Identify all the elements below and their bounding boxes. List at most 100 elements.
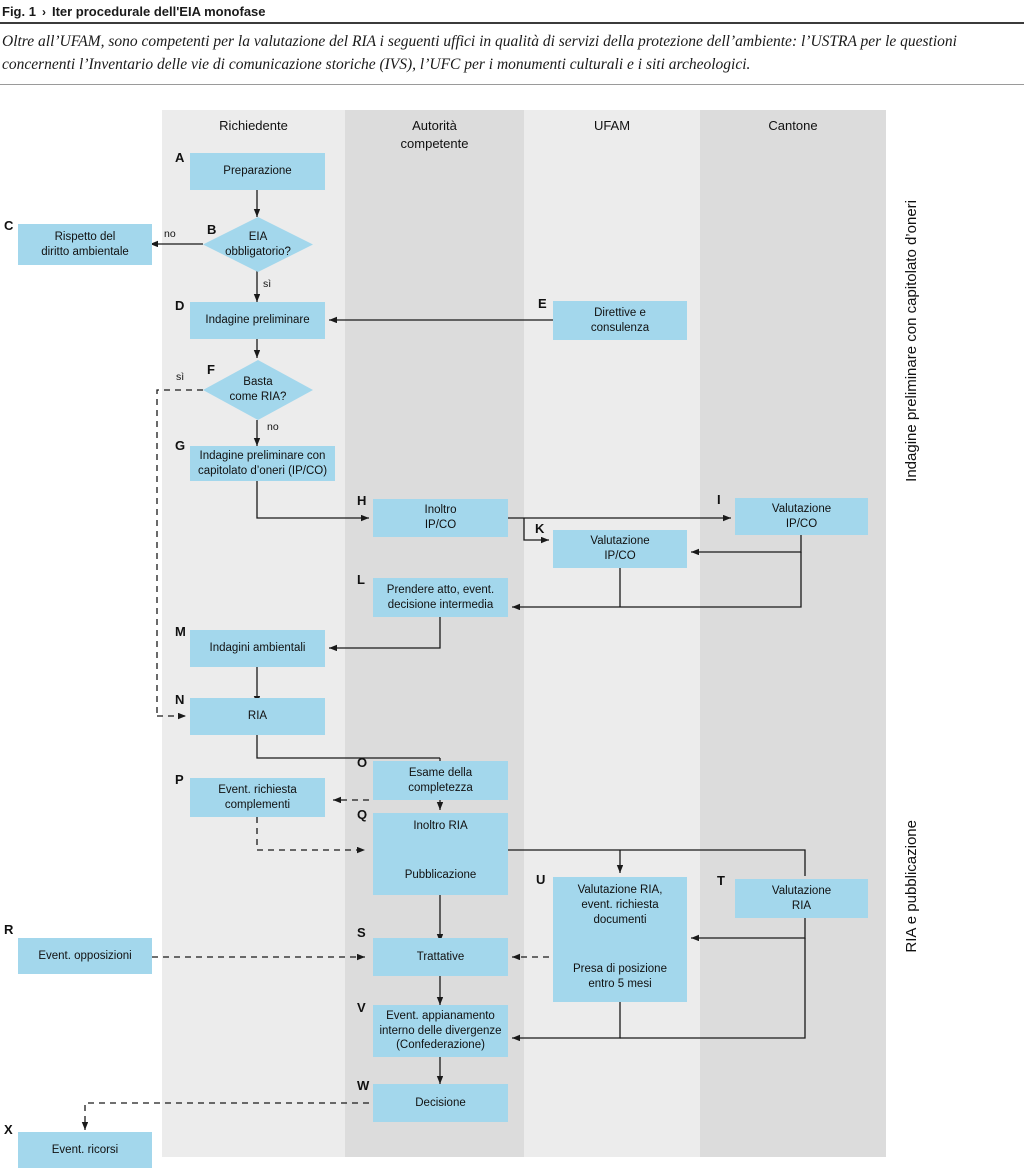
node-label-line1: Valutazione [771, 884, 832, 897]
node-label-line1: Prendere atto, event. [386, 583, 495, 596]
figure-title: Iter procedurale dell'EIA monofase [51, 4, 266, 19]
figure-caption: Fig. 1 › Iter procedurale dell'EIA monof… [0, 0, 1024, 22]
node-tag-d: D [175, 298, 185, 313]
node-tag-l: L [357, 572, 365, 587]
node-label-line1: Event. richiesta [218, 783, 297, 796]
node-s-trattative[interactable]: Trattative [373, 938, 508, 976]
node-label-line2: completezza [408, 781, 473, 794]
node-label-line2: Pubblicazione [404, 868, 477, 881]
node-w-decisione[interactable]: Decisione [373, 1084, 508, 1122]
node-tag-f: F [207, 362, 215, 377]
node-tag-e: E [538, 296, 547, 311]
node-d-indagine-preliminare[interactable]: Indagine preliminare [190, 302, 325, 339]
node-label: Valutazione RIA, event. richiesta docume… [556, 883, 684, 992]
node-label-line2: obbligatorio? [225, 245, 291, 258]
node-l-prendere-atto[interactable]: Prendere atto, event. decisione intermed… [373, 578, 508, 617]
flowchart-canvas: Richiedente Autorità competente UFAM Can… [0, 110, 1024, 1169]
phase-label-indagine-preliminare: Indagine preliminare con capitolato d’on… [903, 200, 920, 482]
node-label: Event. ricorsi [51, 1143, 119, 1156]
lane-label: UFAM [593, 118, 631, 133]
node-g-indagine-preliminare-ipco[interactable]: Indagine preliminare con capitolato d’on… [190, 446, 335, 481]
node-label: Valutazione IP/CO [772, 502, 831, 532]
node-label-line1: Inoltro [424, 504, 457, 517]
node-m-indagini-ambientali[interactable]: Indagini ambientali [190, 630, 325, 667]
node-label: Indagine preliminare [205, 314, 310, 327]
node-label-line3: documenti [593, 913, 647, 926]
node-label-line1: Valutazione RIA, [577, 884, 663, 896]
node-k-valutazione-ipco[interactable]: Valutazione IP/CO [553, 530, 687, 568]
node-p-event-richiesta-complementi[interactable]: Event. richiesta complementi [190, 778, 325, 817]
node-c-rispetto-diritto-ambientale[interactable]: Rispetto del diritto ambientale [18, 224, 152, 265]
intro-paragraph: Oltre all’UFAM, sono competenti per la v… [2, 33, 957, 73]
lane-band-autorita [345, 110, 524, 1157]
node-label-line1: Rispetto del [54, 230, 116, 243]
node-label: Preparazione [223, 165, 292, 178]
node-label: Valutazione RIA [772, 884, 831, 914]
node-label: Basta come RIA? [203, 360, 313, 420]
node-n-ria[interactable]: RIA [190, 698, 325, 735]
node-label-line2: RIA [791, 899, 812, 912]
node-label-line5: entro 5 mesi [588, 977, 652, 990]
node-label: Event. richiesta complementi [218, 783, 297, 813]
node-u-valutazione-ria-presa-posizione[interactable]: Valutazione RIA, event. richiesta docume… [553, 877, 687, 1002]
node-label: Prendere atto, event. decisione intermed… [387, 583, 494, 613]
node-tag-i: I [717, 492, 721, 507]
node-label-line2: IP/CO [604, 550, 636, 562]
figure-number: Fig. 1 [2, 4, 36, 19]
node-label-line1: Indagine preliminare con [199, 449, 326, 462]
node-tag-p: P [175, 772, 184, 787]
node-b-eia-obbligatorio[interactable]: EIA obbligatorio? [203, 217, 313, 272]
node-tag-w: W [357, 1078, 370, 1093]
lane-header-richiedente: Richiedente [162, 117, 345, 135]
node-label: Valutazione IP/CO [590, 534, 649, 564]
node-a-preparazione[interactable]: Preparazione [190, 153, 325, 190]
node-label: Inoltro IP/CO [425, 503, 457, 533]
node-label-line1: Event. appianamento [386, 1009, 495, 1022]
node-q-inoltro-ria-pubblicazione[interactable]: Inoltro RIA Pubblicazione [373, 813, 508, 895]
node-label: Direttive e consulenza [591, 306, 649, 336]
lane-band-cantone [700, 110, 886, 1157]
node-label-line1: Inoltro RIA [413, 820, 468, 832]
node-tag-b: B [207, 222, 217, 237]
node-label-line4: Presa di posizione [573, 962, 667, 975]
node-x-event-ricorsi[interactable]: Event. ricorsi [18, 1132, 152, 1168]
node-label-line2: come RIA? [229, 391, 287, 403]
edge-label-si-f: sì [176, 371, 185, 383]
node-label-line2: IP/CO [424, 519, 457, 531]
figure-header: Fig. 1 › Iter procedurale dell'EIA monof… [0, 0, 1024, 85]
node-e-direttive-consulenza[interactable]: Direttive e consulenza [553, 301, 687, 340]
node-v-event-appianamento[interactable]: Event. appianamento interno delle diverg… [373, 1005, 508, 1057]
node-t-valutazione-ria[interactable]: Valutazione RIA [735, 879, 868, 918]
node-o-esame-completezza[interactable]: Esame della completezza [373, 761, 508, 800]
node-label-line2: IP/CO [785, 517, 818, 530]
node-r-event-opposizioni[interactable]: Event. opposizioni [18, 938, 152, 974]
node-tag-n: N [175, 692, 185, 707]
node-label: Indagini ambientali [209, 642, 306, 655]
node-i-valutazione-ipco[interactable]: Valutazione IP/CO [735, 498, 868, 535]
phase-label-ria-pubblicazione: RIA e pubblicazione [903, 820, 920, 953]
node-tag-a: A [175, 150, 185, 165]
node-label-line2: interno delle divergenze [379, 1024, 502, 1037]
node-tag-o: O [357, 755, 368, 770]
node-label-line1: Basta [243, 376, 273, 389]
node-label-line2: diritto ambientale [41, 245, 129, 258]
node-label: Decisione [415, 1096, 466, 1109]
lane-label: Cantone [768, 118, 818, 133]
lane-label-line1: Autorità [412, 118, 457, 133]
node-tag-m: M [175, 624, 186, 639]
node-label: RIA [247, 710, 268, 723]
node-tag-h: H [357, 493, 367, 508]
node-label: Esame della completezza [408, 766, 473, 796]
node-tag-x: X [4, 1122, 13, 1137]
node-label-line2: event. richiesta [581, 898, 659, 911]
node-f-basta-come-ria[interactable]: Basta come RIA? [203, 360, 313, 420]
node-label: Trattative [416, 950, 465, 963]
node-label-line2: complementi [224, 798, 291, 811]
node-label: Indagine preliminare con capitolato d’on… [198, 449, 327, 479]
node-label-line2: decisione intermedia [387, 598, 494, 611]
node-h-inoltro-ipco[interactable]: Inoltro IP/CO [373, 499, 508, 537]
caption-arrow-icon: › [41, 5, 46, 19]
node-label-line1: Valutazione [771, 502, 832, 515]
node-tag-c: C [4, 218, 14, 233]
node-label: Event. opposizioni [38, 949, 132, 962]
